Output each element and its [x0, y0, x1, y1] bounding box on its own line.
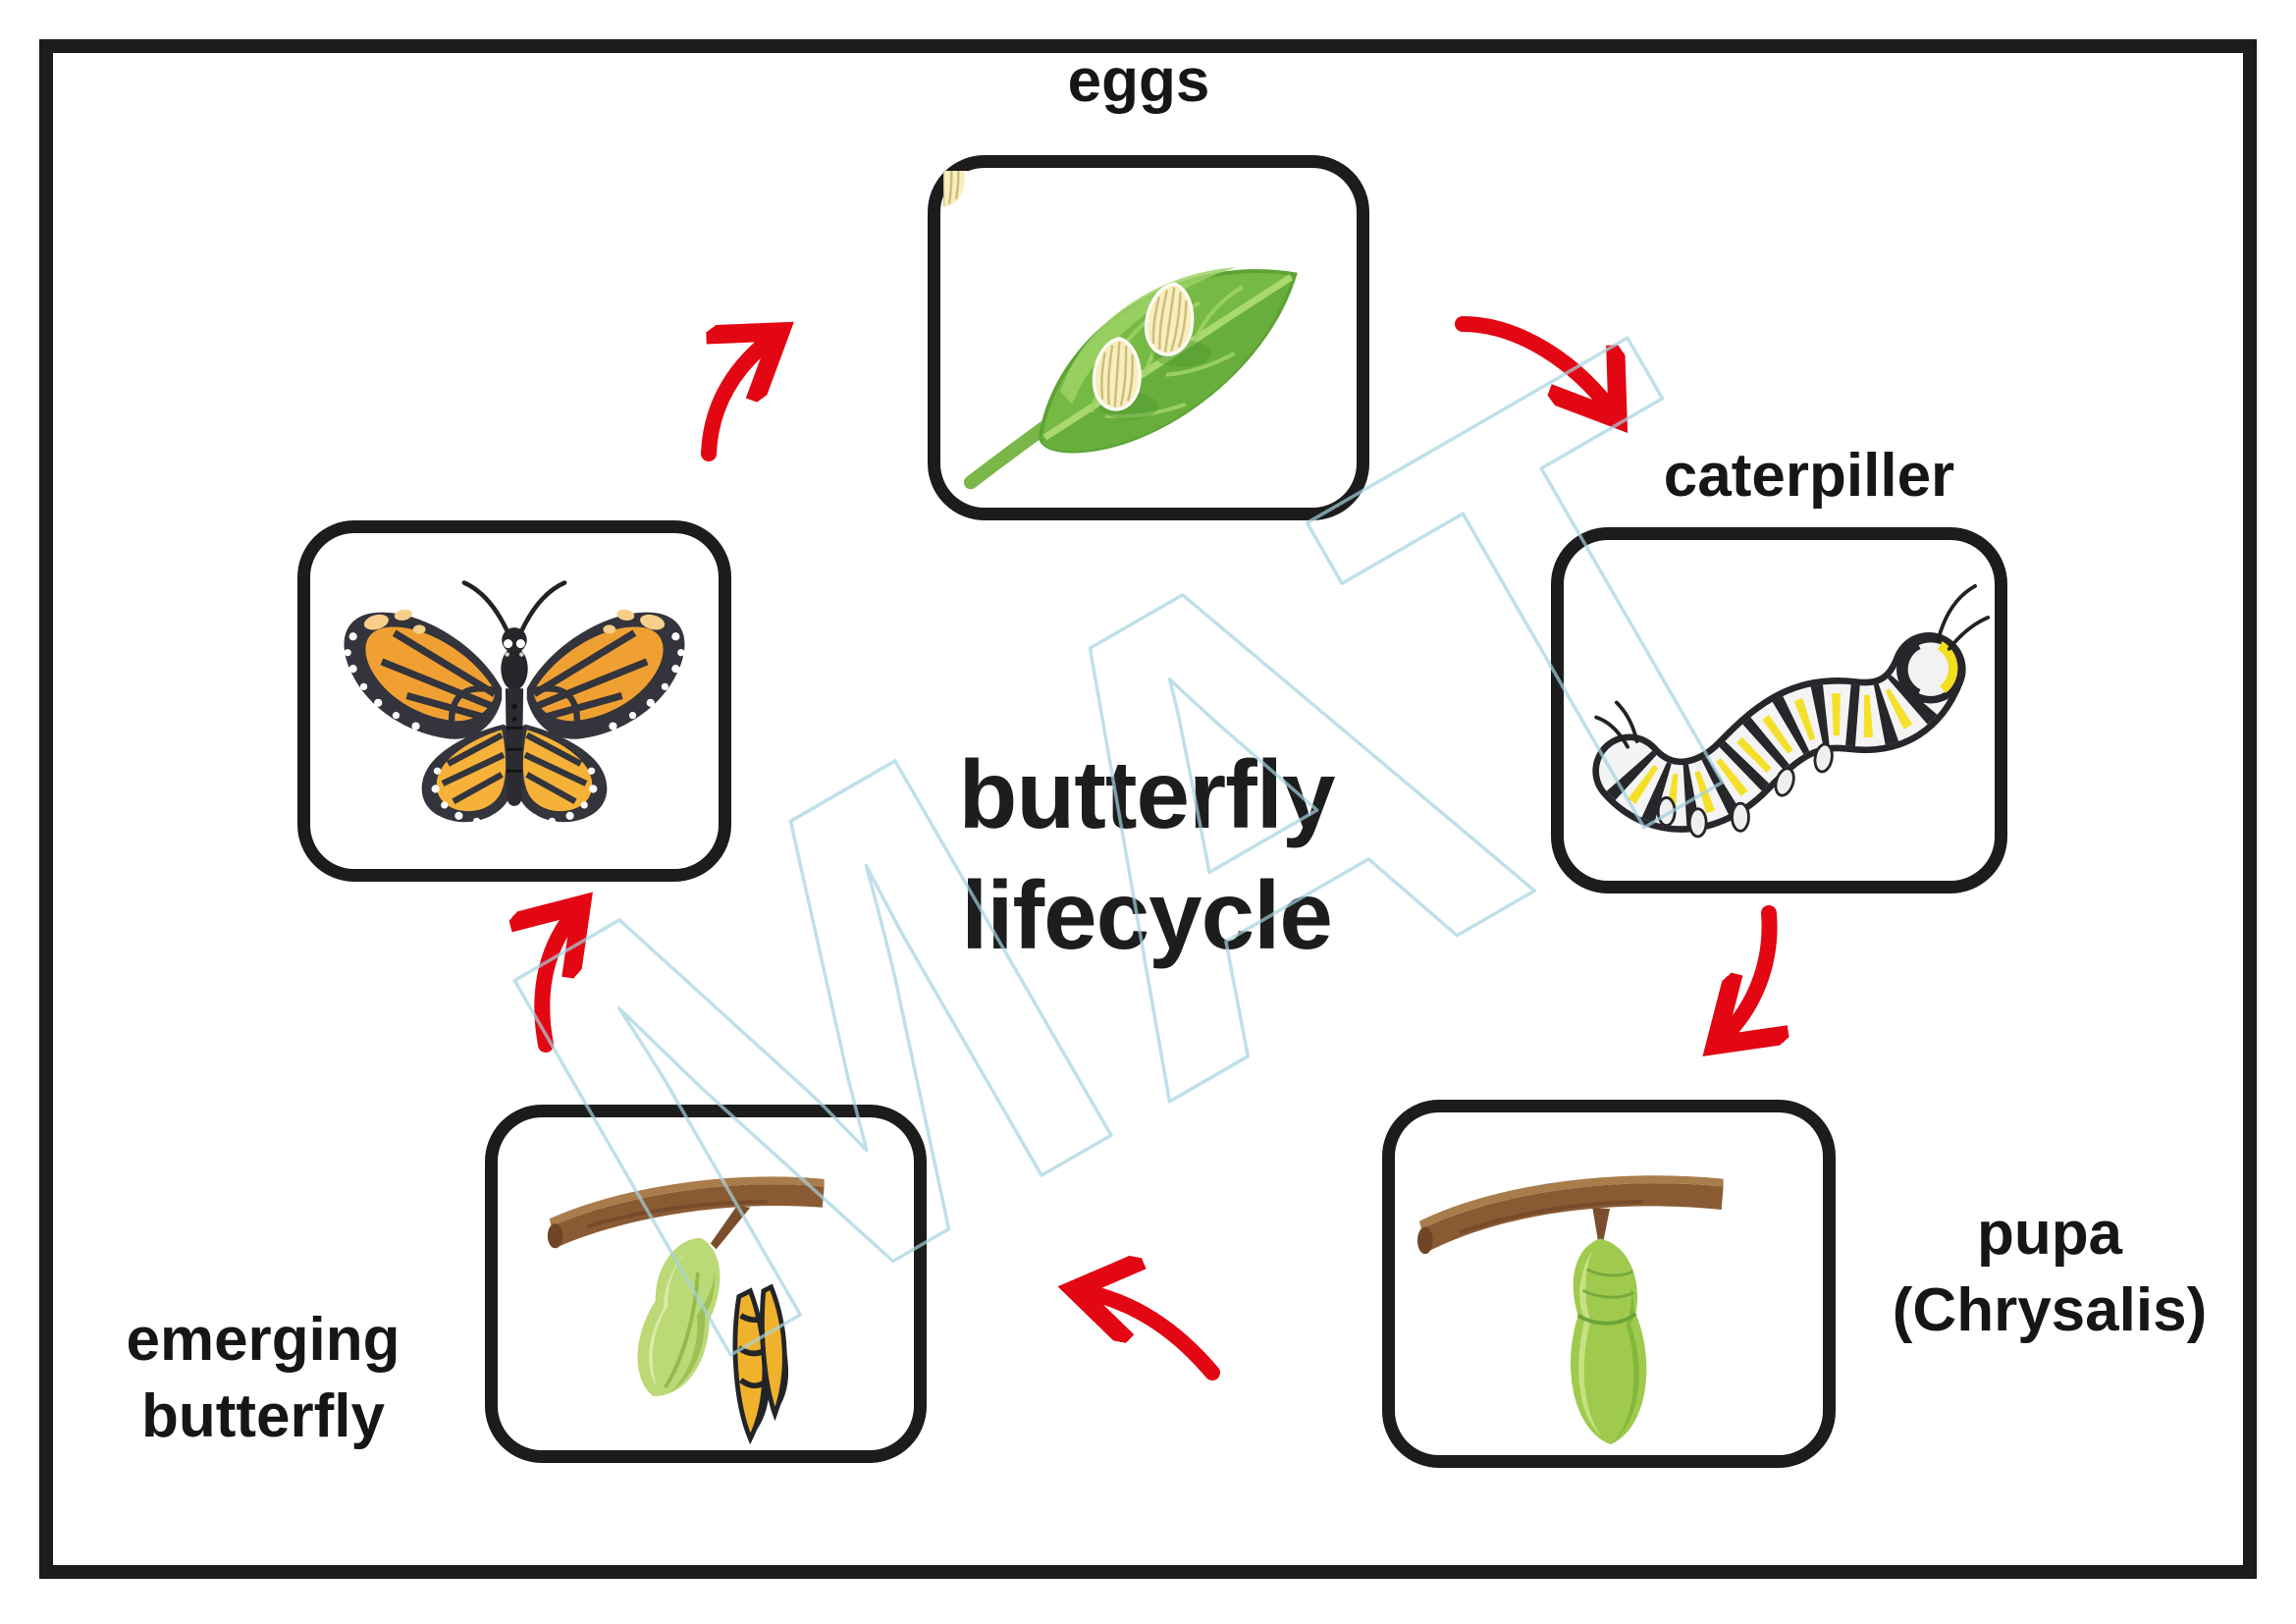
leaf-stem	[963, 418, 1054, 490]
monarch-butterfly-icon	[344, 580, 716, 866]
caterpillar-head	[1896, 634, 1965, 704]
title-line1: butterfly	[958, 740, 1336, 848]
branch	[547, 1176, 825, 1249]
butterfly-left-wings	[344, 609, 514, 825]
eggs-card	[928, 155, 1369, 520]
caterpillar-icon	[1592, 584, 1991, 839]
caterpillar-legs	[1656, 742, 1834, 839]
chrysalis-icon	[1416, 1175, 1724, 1445]
caterpillar-antennae	[1594, 584, 1991, 749]
title-line2: lifecycle	[961, 861, 1333, 970]
emerging-wings	[732, 1283, 789, 1445]
butterfly-body	[461, 580, 567, 806]
emerging-label: emerging butterfly	[126, 1302, 400, 1454]
emerging-card	[485, 1105, 927, 1463]
chrysalis-peg	[1592, 1208, 1610, 1243]
poster-border	[39, 39, 2257, 1579]
pupa-label-line1: pupa	[1976, 1200, 2123, 1268]
branch	[1416, 1175, 1724, 1255]
eggs-on-leaf-icon	[943, 171, 1298, 490]
eggs-label: eggs	[1067, 47, 1210, 115]
butterfly-egg	[943, 171, 968, 210]
emerging-label-line1: emerging	[126, 1306, 400, 1374]
emerging-butterfly-icon	[547, 1176, 825, 1445]
opened-chrysalis-shell	[637, 1237, 721, 1396]
page-title: butterfly lifecycle	[958, 734, 1336, 977]
chrysalis-pod	[1571, 1238, 1647, 1445]
pupa-card	[1382, 1100, 1836, 1468]
pupa-label-line2: (Chrysalis)	[1892, 1275, 2208, 1344]
butterfly-card	[297, 520, 731, 882]
caterpillar-label: caterpiller	[1663, 442, 1955, 510]
chrysalis-peg	[710, 1205, 751, 1250]
pupa-label: pupa (Chrysalis)	[1893, 1196, 2207, 1348]
emerging-label-line2: butterfly	[141, 1381, 385, 1450]
caterpillar-card	[1551, 527, 2007, 893]
